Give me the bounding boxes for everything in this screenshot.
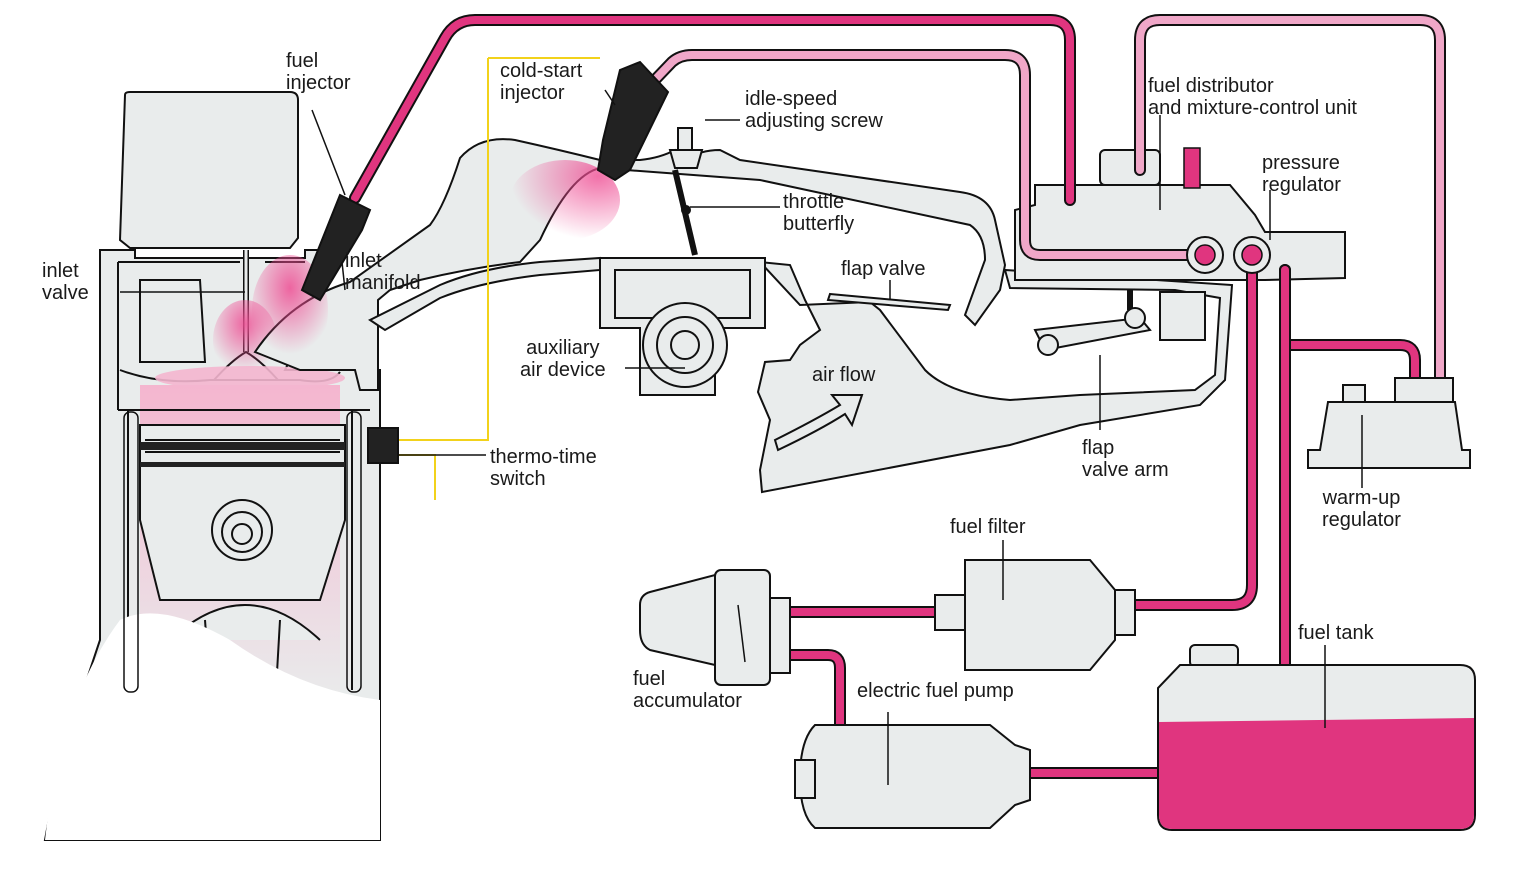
label-fuel-filter: fuel filter [950, 516, 1026, 538]
label-auxiliary-air-device: auxiliary air device [520, 337, 606, 381]
label-cold-start-injector: cold-start injector [500, 60, 583, 104]
electric-fuel-pump [794, 724, 1031, 829]
auxiliary-air-device [599, 257, 766, 396]
leader-lines [120, 89, 1363, 785]
label-thermo-time-switch: thermo-time switch [490, 446, 597, 490]
fuel-injector [252, 193, 372, 365]
fuel-tank [1157, 644, 1476, 831]
label-electric-fuel-pump: electric fuel pump [857, 680, 1014, 702]
warm-up-regulator [1307, 377, 1471, 469]
label-pressure-regulator: pressure regulator [1262, 152, 1341, 196]
label-fuel-accumulator: fuel accumulator [633, 668, 742, 712]
label-flap-valve: flap valve [841, 258, 926, 280]
fuel-accumulator [639, 569, 791, 686]
label-fuel-tank: fuel tank [1298, 622, 1374, 644]
label-flap-valve-arm: flap valve arm [1082, 437, 1169, 481]
fuel-lines [349, 14, 1446, 779]
fuel-filter [934, 559, 1136, 671]
cold-start-injector [510, 60, 670, 240]
label-inlet-valve: inlet valve [42, 260, 89, 304]
label-warm-up-regulator: warm-up regulator [1322, 487, 1401, 531]
label-inlet-manifold: inlet manifold [345, 250, 421, 294]
thermo-time-switch [367, 57, 600, 500]
label-fuel-distributor: fuel distributor and mixture-control uni… [1148, 75, 1357, 119]
label-fuel-injector: fuel injector [286, 50, 351, 94]
label-air-flow: air flow [812, 364, 876, 386]
label-throttle-butterfly: throttle butterfly [783, 191, 855, 235]
engine-block [43, 91, 381, 841]
pressure-regulator [1186, 236, 1271, 274]
label-idle-speed-screw: idle-speed adjusting screw [745, 88, 883, 132]
inlet-manifold [253, 127, 1234, 494]
